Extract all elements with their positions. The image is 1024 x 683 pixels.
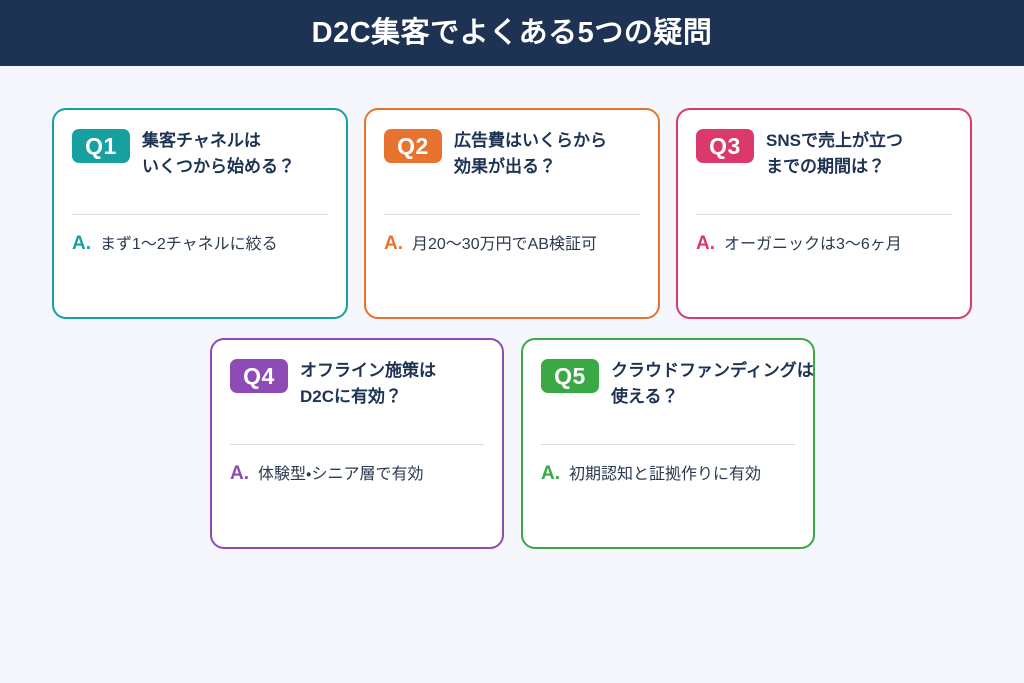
question-line-1: SNSで売上が立つ xyxy=(766,131,903,150)
faq-card-board: Q1 集客チャネルは いくつから始める？ A. まず1〜2チャネルに絞る Q2 … xyxy=(0,66,1024,683)
faq-card-q4[interactable]: Q4 オフライン施策は D2Cに有効？ A. 体験型・シニア層で有効 xyxy=(210,338,504,549)
answer-text: 体験型・シニア層で有効 xyxy=(258,466,424,483)
answer-label: A. xyxy=(72,233,91,254)
faq-card-q2[interactable]: Q2 広告費はいくらから 効果が出る？ A. 月20〜30万円でAB検証可 xyxy=(364,108,660,319)
question-header: Q1 集客チャネルは いくつから始める？ xyxy=(72,128,328,181)
answer-row: A. オーガニックは3〜6ヶ月 xyxy=(696,234,960,256)
card-divider xyxy=(541,444,795,445)
card-divider xyxy=(696,214,952,215)
question-header: Q4 オフライン施策は D2Cに有効？ xyxy=(230,358,484,411)
question-badge: Q5 xyxy=(541,359,599,393)
answer-text: 初期認知と証拠作りに有効 xyxy=(569,466,762,483)
card-divider xyxy=(72,214,328,215)
question-text: クラウドファンディングは 使える？ xyxy=(611,358,814,411)
answer-label: A. xyxy=(696,233,715,254)
question-header: Q3 SNSで売上が立つ までの期間は？ xyxy=(696,128,952,181)
question-text: 広告費はいくらから 効果が出る？ xyxy=(454,128,607,181)
answer-label: A. xyxy=(384,233,403,254)
question-text: オフライン施策は D2Cに有効？ xyxy=(300,358,436,411)
question-line-2: D2Cに有効？ xyxy=(300,387,403,407)
faq-card-q5[interactable]: Q5 クラウドファンディングは 使える？ A. 初期認知と証拠作りに有効 xyxy=(521,338,815,549)
question-header: Q2 広告費はいくらから 効果が出る？ xyxy=(384,128,640,181)
answer-row: A. 初期認知と証拠作りに有効 xyxy=(541,464,803,486)
question-text: SNSで売上が立つ までの期間は？ xyxy=(766,128,903,181)
question-line-2: いくつから始める？ xyxy=(142,157,295,177)
answer-row: A. 体験型・シニア層で有効 xyxy=(230,464,492,486)
answer-text: まず1〜2チャネルに絞る xyxy=(100,236,278,253)
answer-row: A. 月20〜30万円でAB検証可 xyxy=(384,234,648,256)
answer-text: 月20〜30万円でAB検証可 xyxy=(412,236,597,253)
answer-row: A. まず1〜2チャネルに絞る xyxy=(72,234,336,256)
header-bar: D2C集客でよくある5つの疑問 xyxy=(0,0,1024,66)
question-header: Q5 クラウドファンディングは 使える？ xyxy=(541,358,814,411)
page-title: D2C集客でよくある5つの疑問 xyxy=(311,16,713,49)
faq-card-q3[interactable]: Q3 SNSで売上が立つ までの期間は？ A. オーガニックは3〜6ヶ月 xyxy=(676,108,972,319)
question-line-1: 広告費はいくらから xyxy=(454,131,607,150)
question-line-1: クラウドファンディングは xyxy=(611,361,814,380)
card-divider xyxy=(384,214,640,215)
answer-label: A. xyxy=(541,463,560,484)
question-line-1: 集客チャネルは xyxy=(142,131,261,150)
question-line-2: までの期間は？ xyxy=(766,157,885,177)
question-line-1: オフライン施策は xyxy=(300,361,436,380)
question-text: 集客チャネルは いくつから始める？ xyxy=(142,128,295,181)
faq-card-q1[interactable]: Q1 集客チャネルは いくつから始める？ A. まず1〜2チャネルに絞る xyxy=(52,108,348,319)
answer-text: オーガニックは3〜6ヶ月 xyxy=(724,236,902,253)
answer-label: A. xyxy=(230,463,249,484)
question-badge: Q2 xyxy=(384,129,442,163)
question-badge: Q1 xyxy=(72,129,130,163)
question-line-2: 使える？ xyxy=(611,387,679,407)
question-line-2: 効果が出る？ xyxy=(454,157,556,177)
question-badge: Q3 xyxy=(696,129,754,163)
question-badge: Q4 xyxy=(230,359,288,393)
card-divider xyxy=(230,444,484,445)
